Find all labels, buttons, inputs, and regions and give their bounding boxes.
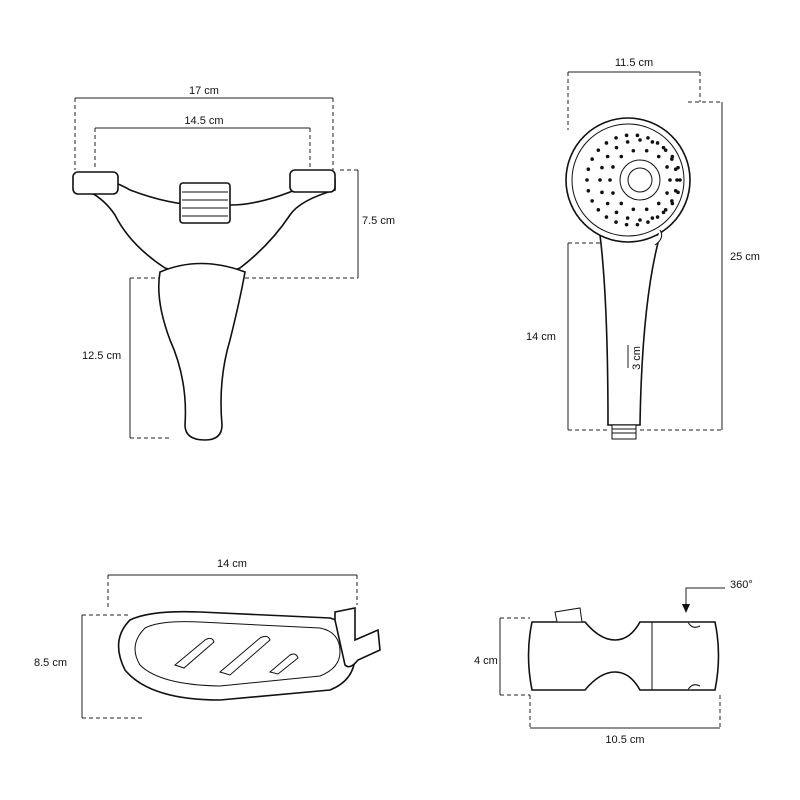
nozzle-dot [614, 210, 619, 215]
nozzle-dot [625, 216, 630, 220]
nozzle-dot [624, 133, 629, 138]
nozzle-dot [646, 136, 650, 140]
hand-shower [565, 117, 691, 440]
mixer-inner-width-label: 14.5 cm [184, 115, 223, 127]
slider-length-label: 10.5 cm [605, 734, 644, 746]
nozzle-dot [673, 188, 678, 193]
nozzle-dot [590, 199, 594, 203]
head-diameter-label: 11.5 cm [615, 57, 653, 69]
nozzle-dot [650, 140, 655, 144]
nozzle-dot [655, 141, 660, 145]
soap-dish-width-label: 14 cm [217, 558, 247, 570]
nozzle-dot [631, 148, 636, 153]
hand-shower-dimensions: 11.5 cm 25 cm 14 cm 3 cm [526, 57, 760, 431]
slider-height-label: 4 cm [474, 655, 498, 667]
rotation-label: 360° [730, 579, 753, 591]
rotation-arrow-icon [682, 604, 690, 613]
nozzle-dot [586, 167, 591, 172]
handle-length-label: 14 cm [526, 331, 556, 343]
nozzle-dot [614, 145, 619, 150]
nozzle-dot [646, 220, 650, 224]
nozzle-dot [605, 154, 610, 159]
handle-width-label: 3 cm [631, 346, 643, 370]
nozzle-dot [635, 222, 640, 227]
soap-dish-dimensions: 14 cm 8.5 cm [34, 558, 358, 719]
nozzle-dot [661, 210, 666, 215]
nozzle-dot [656, 201, 661, 206]
nozzle-dot [644, 148, 649, 153]
nozzle-dot [619, 201, 624, 206]
nozzle-dot [585, 178, 589, 182]
shower-slider [527, 607, 720, 691]
nozzle-dot [665, 191, 669, 195]
nozzle-dot [590, 157, 594, 161]
nozzle-dot [600, 190, 604, 195]
nozzle-dot [608, 178, 612, 182]
nozzle-dot [631, 207, 636, 212]
nozzle-dot [614, 220, 618, 224]
nozzle-dot [598, 178, 602, 182]
mixer-faucet [72, 169, 336, 441]
nozzle-dot [655, 215, 660, 219]
nozzle-dot [670, 157, 674, 161]
nozzle-dot [661, 145, 666, 150]
mixer-lever-height-label: 12.5 cm [82, 350, 121, 362]
nozzle-dot [644, 207, 649, 212]
nozzle-pattern [585, 133, 682, 227]
nozzle-dot [586, 188, 591, 193]
nozzle-dot [600, 165, 604, 170]
nozzle-dot [656, 154, 661, 159]
nozzle-dot [675, 178, 679, 182]
nozzle-dot [604, 215, 609, 219]
nozzle-dot [619, 154, 624, 159]
nozzle-dot [668, 178, 672, 182]
nozzle-dot [625, 140, 630, 144]
nozzle-dot [638, 138, 642, 142]
nozzle-dot [663, 148, 668, 152]
slider-dimensions: 4 cm 10.5 cm 360° [474, 579, 753, 746]
nozzle-dot [605, 201, 610, 206]
nozzle-dot [670, 199, 674, 203]
nozzle-dot [614, 136, 618, 140]
nozzle-dot [638, 218, 642, 222]
soap-dish-depth-label: 8.5 cm [34, 657, 67, 669]
nozzle-dot [604, 141, 609, 145]
nozzle-dot [650, 216, 655, 220]
nozzle-dot [624, 222, 629, 227]
nozzle-dot [665, 165, 669, 169]
nozzle-dot [611, 165, 615, 169]
nozzle-dot [596, 148, 601, 152]
mixer-body-height-label: 7.5 cm [362, 215, 395, 227]
nozzle-dot [635, 133, 640, 138]
nozzle-dot [611, 191, 615, 195]
mixer-dimensions: 17 cm 14.5 cm 7.5 cm 12.5 cm [74, 85, 395, 439]
total-length-label: 25 cm [730, 251, 760, 263]
soap-dish [117, 607, 381, 701]
nozzle-dot [678, 178, 682, 182]
nozzle-dot [673, 167, 678, 172]
mixer-outer-width-label: 17 cm [189, 85, 219, 97]
nozzle-dot [596, 208, 601, 212]
nozzle-dot [663, 208, 668, 212]
